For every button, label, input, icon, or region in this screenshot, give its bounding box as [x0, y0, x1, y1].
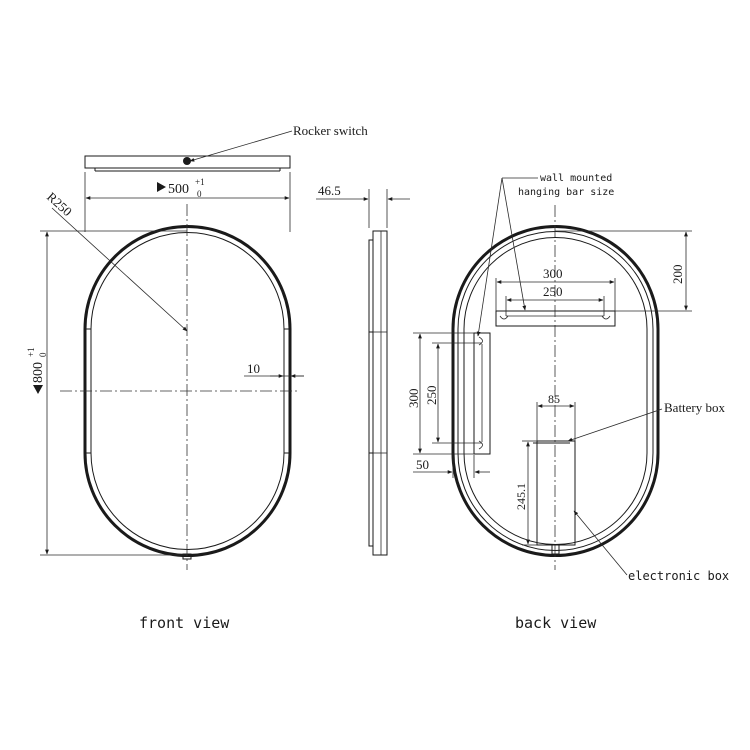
inset-dimension: 10 — [244, 361, 304, 378]
width-basic-marker-icon — [157, 182, 166, 192]
top-bar-300: 300 — [543, 266, 563, 281]
width-value: 500 — [168, 182, 189, 197]
box-height-value: 245.1 — [514, 483, 528, 510]
height-tol-upper: +1 — [26, 347, 36, 357]
back-view-caption: back view — [515, 614, 597, 632]
radius-dimension: R250 — [44, 189, 188, 332]
battery-box-label: Battery box — [664, 400, 726, 415]
wall-mounted-callout: wall mounted hanging bar size — [476, 173, 614, 337]
height-dimension: 800 +1 0 — [26, 230, 187, 556]
back-view — [451, 205, 660, 570]
box-width-value: 85 — [548, 392, 560, 406]
side-offset-value: 50 — [416, 457, 429, 472]
width-tol-upper: +1 — [195, 177, 205, 187]
height-tol-lower: 0 — [38, 352, 48, 357]
back-inner-frame — [463, 237, 648, 545]
top-offset-value: 200 — [670, 265, 685, 285]
electronic-box-label: electronic box — [628, 569, 729, 583]
side-hanging-bar — [473, 332, 491, 455]
side-bar-dimensions: 300 250 — [406, 332, 482, 455]
top-offset-dimension: 200 — [555, 230, 692, 312]
side-bar-300: 300 — [406, 389, 421, 409]
electronic-box-callout: electronic box — [573, 510, 729, 583]
battery-box-plug — [551, 544, 560, 555]
wall-mounted-label-line2: hanging bar size — [518, 187, 614, 198]
depth-value: 46.5 — [318, 183, 341, 198]
front-view — [60, 204, 300, 570]
height-basic-marker-icon — [33, 385, 43, 394]
side-offset-dimension: 50 — [413, 455, 490, 478]
box-height-dimension: 245.1 — [514, 440, 537, 546]
inset-value: 10 — [247, 361, 260, 376]
side-view-body — [372, 230, 388, 556]
battery-box-callout: Battery box — [567, 400, 726, 442]
side-bar-250: 250 — [424, 386, 439, 406]
box-width-dimension: 85 — [536, 392, 576, 441]
width-tol-lower: 0 — [197, 189, 202, 199]
rocker-switch-label: Rocker switch — [293, 123, 368, 138]
rocker-switch-leader — [189, 130, 293, 162]
battery-box — [536, 440, 576, 546]
height-value: 800 — [31, 362, 46, 383]
top-bar-250: 250 — [543, 284, 563, 299]
top-view: Rocker switch — [84, 123, 368, 172]
rocker-switch-icon — [183, 157, 191, 165]
top-view-body — [84, 155, 291, 169]
side-view-back-panel — [368, 239, 374, 547]
top-bar-dimensions: 300 250 — [495, 266, 616, 316]
back-outer-frame — [451, 225, 660, 557]
side-view: 46.5 — [316, 183, 410, 556]
top-hanging-bar — [495, 310, 616, 327]
back-frame-ring — [457, 231, 654, 551]
width-dimension: 500 +1 0 — [84, 172, 291, 232]
wall-mounted-label-line1: wall mounted — [540, 173, 612, 184]
front-view-caption: front view — [139, 614, 230, 632]
